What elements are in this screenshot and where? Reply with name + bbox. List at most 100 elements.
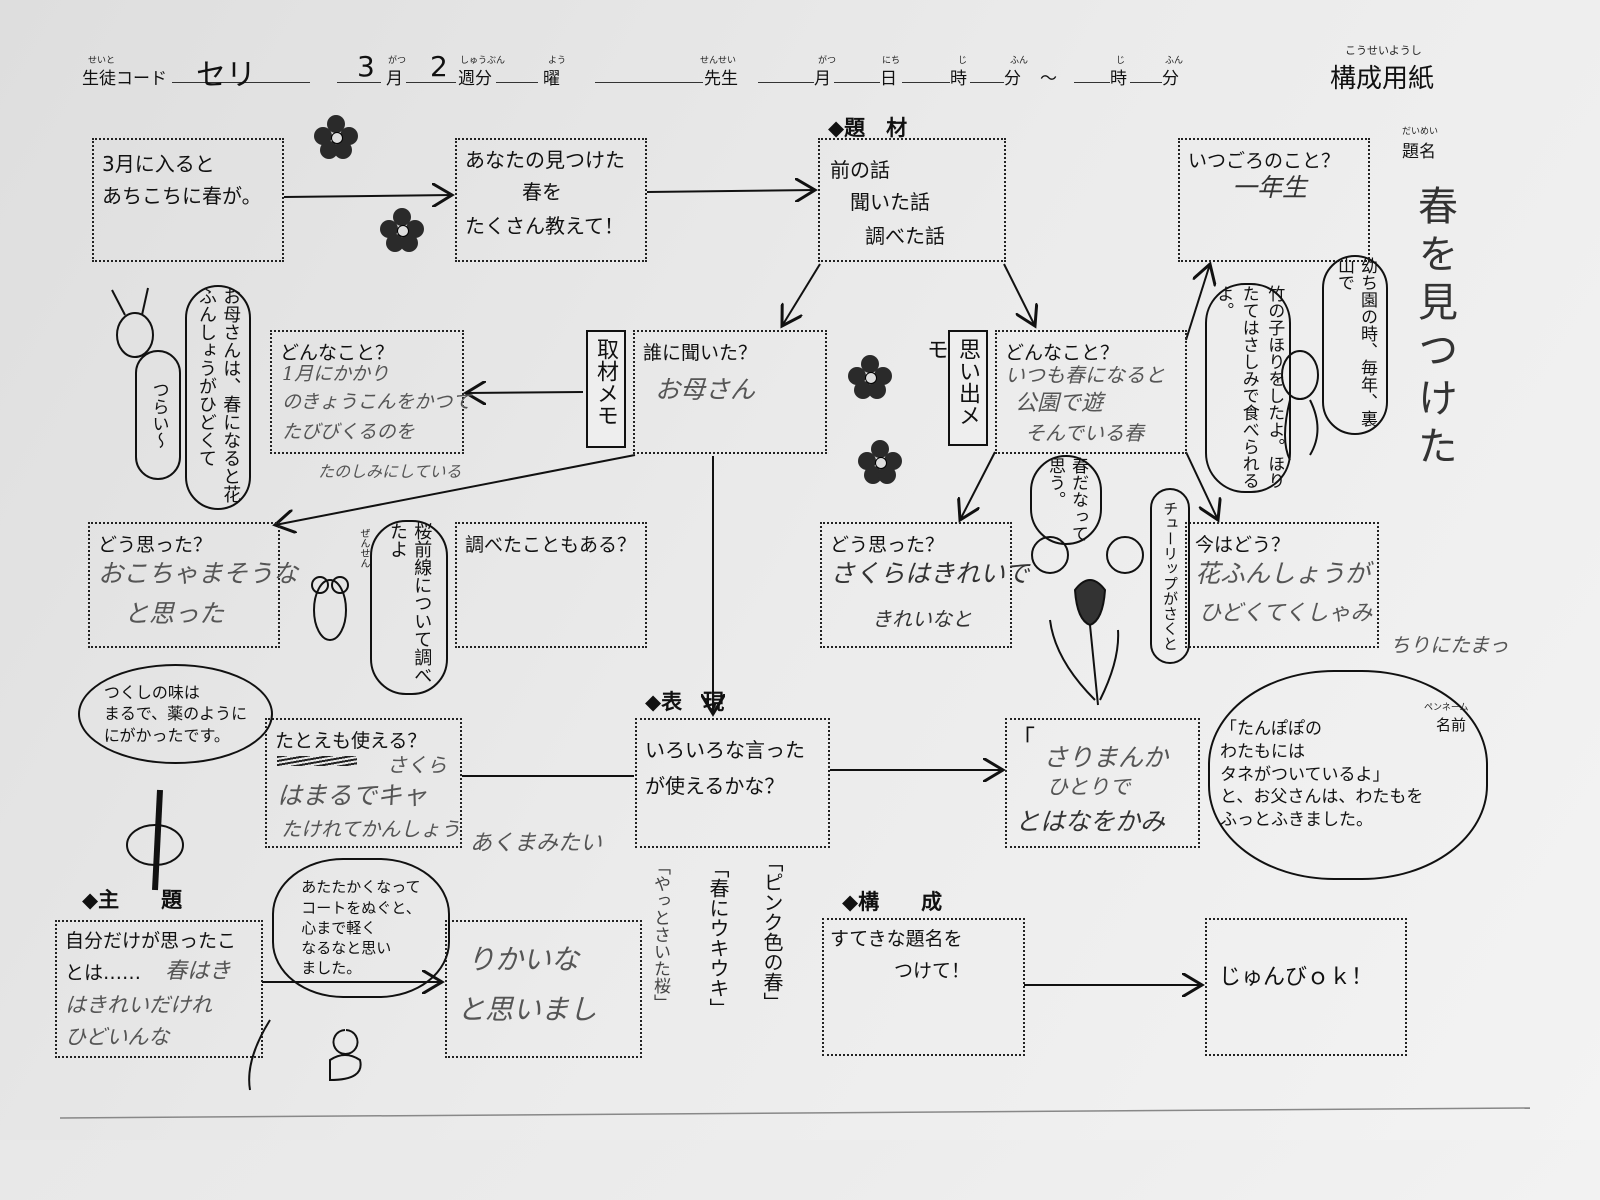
interview-think-question: どう思った？ — [98, 534, 213, 556]
interview-think-box: どう思った？ おこちゃまそうな と思った — [88, 522, 298, 648]
quote-answer[interactable]: さりまんか — [1043, 743, 1169, 772]
tulip-drawing — [1049, 579, 1120, 706]
interview-what-answer[interactable]: のきょうこんをかつて — [282, 391, 472, 413]
interview-what-box: どんなこと？ 1月にかかり のきょうこんをかつて たびびくるのを — [270, 330, 471, 454]
metaphor-answer[interactable]: さくら — [387, 753, 447, 777]
people-drawing — [248, 1019, 362, 1091]
memory-think-box: どう思った？ さくらはきれいで きれいなと — [820, 522, 1029, 648]
tsukushi-drawing — [126, 789, 184, 891]
memory-think-answer[interactable]: さくらはきれいで — [830, 559, 1030, 588]
intro-box: 3月に入ると あちこちに春が。 — [92, 138, 284, 262]
now-box: 今はどう？ 花ふんしょうが ひどくてくしゃみ — [1185, 522, 1379, 648]
date-day-label: 日 — [880, 69, 897, 89]
interview-think-answer[interactable]: おこちゃまそうな — [98, 559, 299, 588]
theme-answer[interactable]: 春はき — [165, 959, 232, 984]
arrow-memory-to-think — [960, 451, 996, 520]
spring-think-bubble-text: 春だなって思う。 — [1045, 457, 1088, 542]
find-line2: 春を — [522, 180, 562, 204]
date-month-field[interactable] — [758, 62, 814, 83]
memory-what-answer[interactable]: いつも春になると — [1005, 363, 1165, 387]
arrow-topic-to-interview — [782, 263, 821, 326]
week-field[interactable]: 2 — [406, 50, 456, 83]
intro-line2: あちこちに春が。 — [102, 184, 262, 208]
metaphor-answer[interactable]: たけれてかんしょう — [281, 817, 461, 841]
coat-bubble: あたたかくなって コートをぬぐと、 心まで軽く なるなと思い ました。 — [272, 858, 450, 998]
interview-memo-tag: 取材メモ — [586, 330, 626, 448]
now-question: 今はどう？ — [1195, 534, 1291, 556]
dandelion-bubble: 「たんぽぽの わたもには タネがついているよ」 と、お父さんは、わたもを ふっと… — [1208, 670, 1488, 880]
end-hour-label: 時 — [1110, 69, 1127, 89]
when-box: いつごろのこと？ 一年生 — [1178, 138, 1370, 262]
student-code-ruby: せいと — [88, 56, 116, 66]
memory-what-answer[interactable]: そんでいる春 — [1025, 421, 1144, 445]
frog-drawing — [311, 576, 349, 641]
interview-who-answer[interactable]: お母さん — [655, 375, 756, 404]
quote-answer[interactable]: ひとりで — [1047, 775, 1131, 799]
theme-answer-text[interactable]: と思いまし — [457, 993, 598, 1026]
topic-line2: 聞いた話 — [850, 190, 930, 214]
ready-box: じゅんびｏｋ！ — [1205, 918, 1407, 1056]
sakura-ruby: ぜんせん — [358, 528, 369, 568]
memory-what-answer[interactable]: 公園で遊 — [1015, 391, 1104, 416]
metaphor-question: たとえも使える？ — [275, 730, 427, 752]
find-line1: あなたの見つけた — [465, 148, 625, 172]
theme-line1: 自分だけが思ったこ — [65, 930, 237, 952]
kindergarten-bubble: 幼ち園の時、毎年、裏山で — [1322, 255, 1388, 435]
intro-line1: 3月に入ると — [102, 152, 215, 176]
end-minute-label: 分 — [1162, 69, 1179, 89]
theme-answer[interactable]: はきれいだけれ — [65, 993, 212, 1017]
memory-what-question: どんなこと？ — [1005, 342, 1120, 364]
date-month-label: 月 — [814, 69, 831, 89]
bamboo-bubble-text: 竹の子ほりをしたよ。ほりたてはさしみで食べられるよ。 — [1213, 285, 1285, 489]
when-answer[interactable]: 一年生 — [1232, 173, 1308, 202]
quote-answer[interactable]: とはなをかみ — [1015, 807, 1166, 836]
month-label: 月 — [386, 69, 403, 89]
day-field[interactable] — [496, 62, 538, 83]
metaphor-answer[interactable]: はまるでキャ — [277, 781, 428, 810]
theme-box: 自分だけが思ったこ とは…… 春はき はきれいだけれ ひどいんな — [55, 920, 263, 1058]
interview-think-answer[interactable]: と思った — [124, 599, 225, 628]
now-answer[interactable]: ひどくてくしゃみ — [1199, 601, 1373, 626]
when-question: いつごろのこと？ — [1188, 150, 1341, 172]
month-ruby: がつ — [388, 56, 407, 66]
sakura-bubble-text: 桜前線について調べたよ — [387, 522, 433, 684]
theme-line2: とは…… — [65, 962, 142, 984]
theme-answer[interactable]: ひどいんな — [65, 1025, 170, 1049]
title-value[interactable]: 春を見つけた — [1411, 185, 1457, 473]
arrow-intro-to-find — [283, 195, 452, 197]
time-range-tilde: ～ — [1040, 69, 1057, 89]
kindergarten-bubble-text: 幼ち園の時、毎年、裏山で — [1334, 257, 1377, 427]
mother-bubble: お母さんは、春になると花ふんしょうがひどくて — [185, 285, 251, 510]
date-day-field[interactable] — [834, 62, 880, 83]
coat-bubble-text: あたたかくなって コートをぬぐと、 心まで軽く なるなと思い ました。 — [301, 878, 421, 978]
research-box: 調べたこともある？ — [455, 522, 647, 648]
day-label: 曜 — [543, 69, 560, 89]
student-code-field[interactable]: セリ — [172, 58, 310, 93]
interview-what-answer[interactable]: たびびくるのを — [282, 421, 415, 443]
phrases-line1: いろいろな言った — [645, 738, 805, 762]
arrow-topic-to-memory — [1003, 263, 1035, 326]
end-hour-field[interactable] — [1074, 62, 1110, 83]
flower-icon — [380, 208, 424, 252]
start-minute-field[interactable] — [970, 62, 1004, 83]
end-minute-field[interactable] — [1130, 62, 1162, 83]
interview-what-answer[interactable]: 1月にかかり — [282, 363, 390, 385]
flower-icon — [848, 355, 892, 399]
memory-think-answer[interactable]: きれいなと — [872, 607, 972, 631]
theme-answer-text[interactable]: りかいな — [467, 943, 580, 976]
bottom-rule — [59, 1107, 1531, 1119]
month-field[interactable]: 3 — [337, 50, 381, 83]
end-hour-ruby: じ — [1116, 56, 1126, 66]
sakura-bubble: 桜前線について調べたよ — [370, 520, 448, 695]
teacher-label: 先生 — [704, 69, 738, 89]
hour-ruby: じ — [958, 56, 968, 66]
title-prompt-line2: つけて！ — [894, 960, 971, 982]
research-question: 調べたこともある？ — [465, 534, 637, 556]
mother-bubble-text: お母さんは、春になると花ふんしょうがひどくて — [196, 287, 242, 503]
now-continued-note: ちりにたまっ — [1390, 633, 1509, 657]
title-label: 題名 — [1402, 142, 1436, 162]
teacher-field[interactable] — [595, 62, 703, 83]
now-answer[interactable]: 花ふんしょうが — [1195, 559, 1371, 588]
start-hour-field[interactable] — [902, 62, 950, 83]
